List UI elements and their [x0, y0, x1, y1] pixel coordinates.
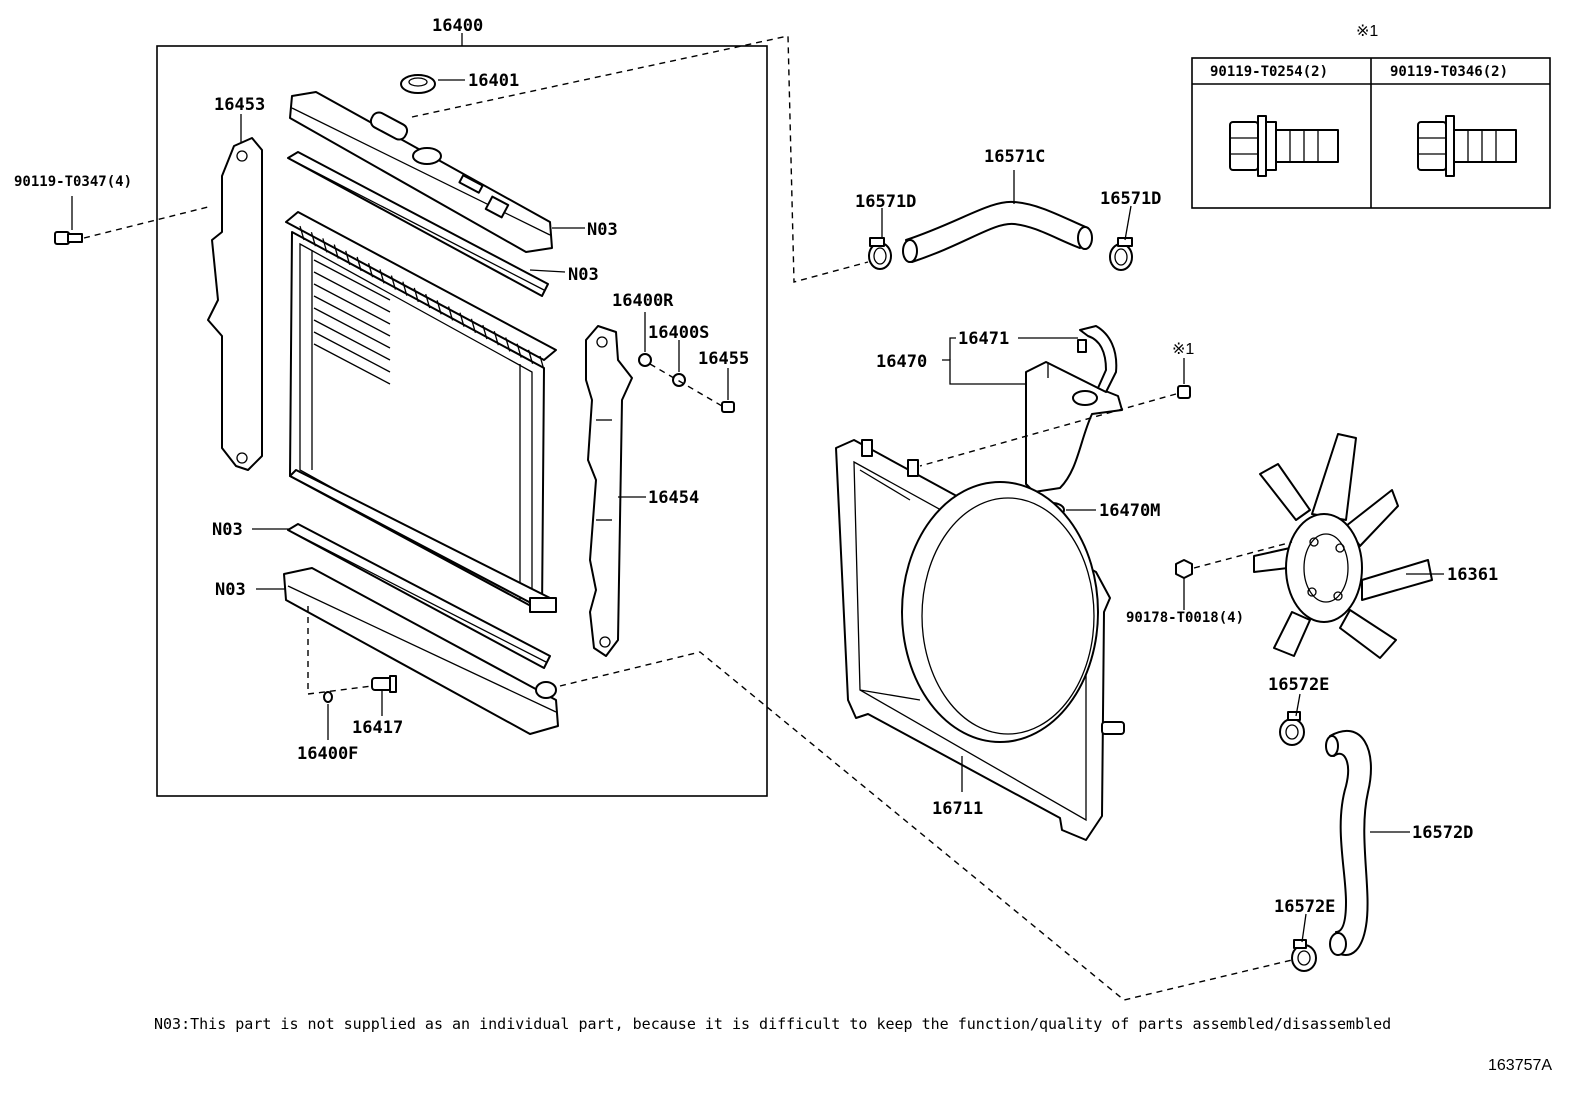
label-16400: 16400: [432, 16, 483, 36]
core-tank-fin: [516, 343, 522, 358]
flange-bolt-t0254-icon: [1229, 115, 1339, 177]
core-cooling-fin: [313, 259, 391, 301]
drain-cock-16417: [371, 675, 397, 693]
label-16401: 16401: [468, 71, 519, 91]
core-cooling-fin: [313, 343, 391, 385]
label-16571d-right: 16571D: [1100, 189, 1161, 209]
core-tank-fin: [390, 275, 397, 290]
bolt-table-col-2: 90119-T0346(2): [1390, 64, 1508, 80]
lower-tank: [283, 567, 559, 735]
footnote: N03:This part is not supplied as an indi…: [154, 1015, 1391, 1033]
hose-clamp-16572e-bottom: [1291, 939, 1317, 972]
dash-radiator-to-lower-hose: [559, 651, 1293, 1001]
core-tank-fin: [379, 269, 385, 284]
label-mark1-bolt: ※1: [1172, 341, 1194, 358]
hose-clamp-16571d-right: [1109, 237, 1133, 271]
left-side-bracket: [207, 137, 263, 471]
bolt-16455: [721, 401, 735, 413]
core-tank-fin: [436, 300, 442, 315]
label-16400r: 16400R: [612, 291, 674, 311]
core-cooling-fin: [313, 295, 391, 337]
reservoir-tank: [1025, 361, 1123, 493]
nut-90178-t0018: [1175, 559, 1193, 579]
o-ring-16400f: [323, 691, 333, 703]
label-n03-top-tank: N03: [587, 220, 618, 240]
grommet-16400r: [638, 353, 652, 367]
reservoir-hose-16471: [1077, 325, 1118, 393]
label-16571c: 16571C: [984, 147, 1045, 167]
core-tank-fin: [356, 256, 362, 272]
bolt-90119-t0347: [54, 231, 83, 245]
core-tank-fin: [345, 250, 351, 265]
core-cooling-fin: [313, 331, 391, 373]
lower-hose: [1325, 729, 1372, 956]
core-tank-fin: [333, 244, 339, 259]
bolt-table-mark: ※1: [1356, 23, 1378, 40]
right-side-bracket: [585, 325, 633, 657]
core-tank-fin: [482, 324, 488, 340]
label-16453: 16453: [214, 95, 265, 115]
core-tank-fin: [527, 349, 534, 364]
core-tank-fin: [459, 312, 465, 327]
cooling-fan: [1253, 433, 1433, 659]
label-16470: 16470: [876, 352, 927, 372]
label-90119-t0347: 90119-T0347(4): [14, 174, 132, 190]
core-tank-fin: [425, 293, 431, 309]
label-16455: 16455: [698, 349, 749, 369]
radiator-cap: [400, 74, 436, 94]
radiator-core: [285, 211, 557, 613]
core-tank-fin: [539, 355, 545, 371]
upper-gasket: [287, 151, 549, 297]
label-16400f: 16400F: [297, 744, 358, 764]
collar-16400s: [672, 373, 686, 387]
core-cooling-fin: [313, 319, 391, 361]
core-tank-fin: [470, 318, 477, 334]
label-16572e-top: 16572E: [1268, 675, 1329, 695]
label-16361: 16361: [1447, 565, 1498, 585]
dash-radiator-to-upper-hose: [411, 35, 869, 283]
core-tank-fin: [505, 337, 511, 352]
core-tank-fin: [322, 238, 328, 253]
label-n03-lower-tank: N03: [215, 580, 246, 600]
bolt-table-col-1: 90119-T0254(2): [1210, 64, 1328, 80]
core-tank-fin: [367, 262, 374, 278]
label-n03-top-gasket: N03: [568, 265, 599, 285]
label-16400s: 16400S: [648, 323, 709, 343]
core-tank-fin: [447, 306, 454, 321]
label-16471: 16471: [958, 329, 1009, 349]
fan-shroud: [835, 439, 1125, 841]
label-n03-lower-gasket: N03: [212, 520, 243, 540]
upper-hose: [902, 200, 1093, 263]
core-cooling-fin: [313, 307, 391, 349]
core-tank-fin: [493, 331, 499, 346]
label-16572e-bottom: 16572E: [1274, 897, 1335, 917]
bolt-mark1: [1177, 385, 1191, 399]
core-cooling-fin: [313, 283, 391, 325]
hose-clamp-16571d-left: [868, 237, 892, 270]
lower-gasket: [287, 523, 551, 669]
core-tank-fin: [413, 287, 419, 303]
label-16470m: 16470M: [1099, 501, 1160, 521]
core-cooling-fin: [313, 271, 391, 313]
label-16711: 16711: [932, 799, 983, 819]
diagram-reference-number: 163757A: [1488, 1057, 1552, 1074]
bolt-table: [1191, 57, 1551, 209]
label-16417: 16417: [352, 718, 403, 738]
core-tank-fin: [299, 225, 305, 241]
core-tank-fin: [402, 281, 408, 296]
label-16571d-left: 16571D: [855, 192, 916, 212]
upper-tank: [289, 91, 553, 253]
label-90178-t0018: 90178-T0018(4): [1126, 610, 1244, 626]
core-tank-fin: [310, 232, 317, 247]
flange-bolt-t0346-icon: [1417, 115, 1517, 177]
label-16454: 16454: [648, 488, 699, 508]
hose-clamp-16572e-top: [1279, 711, 1305, 746]
label-16572d: 16572D: [1412, 823, 1473, 843]
